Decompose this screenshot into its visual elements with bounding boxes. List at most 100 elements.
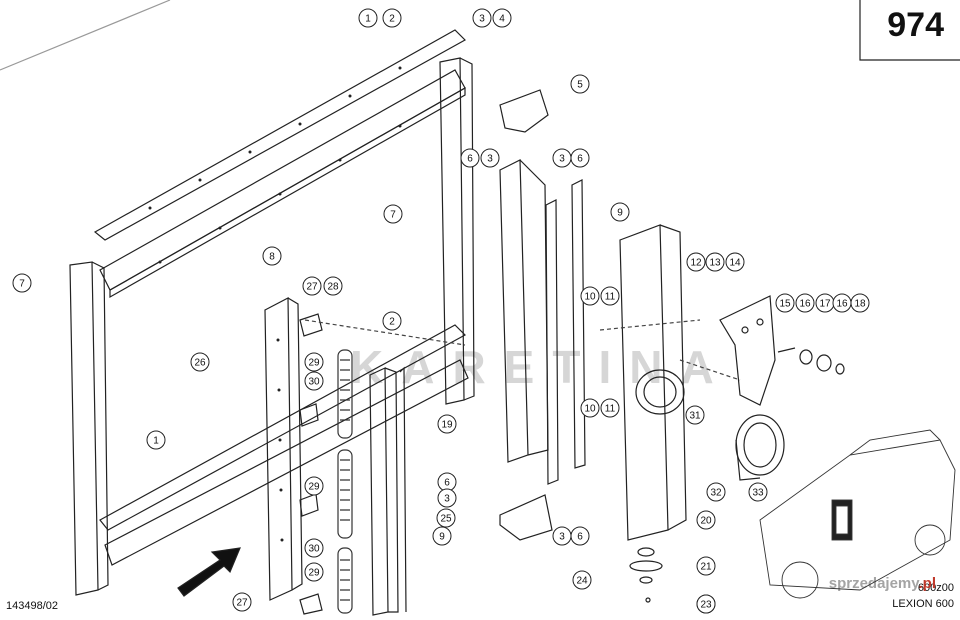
- callout-18: 18: [854, 299, 866, 310]
- main-frame: [69, 29, 475, 596]
- callout-31: 31: [689, 411, 701, 422]
- upper-beam-edge: [109, 86, 466, 299]
- callout-14-circle: [725, 252, 745, 272]
- callout-11-circle: [600, 286, 620, 306]
- callout-6-circle: [570, 148, 590, 168]
- callout-27: 27: [236, 598, 248, 609]
- callout-20-circle: [696, 510, 716, 530]
- callout-15: 15: [779, 299, 791, 310]
- combine-harvester-thumbnail-icon: [759, 429, 956, 599]
- callout-5: 5: [577, 80, 583, 91]
- callout-25-circle: [436, 508, 456, 528]
- direction-arrow-icon: [177, 547, 241, 597]
- callout-6: 6: [444, 478, 450, 489]
- callout-11: 11: [605, 292, 616, 303]
- callout-29-circle: [304, 352, 324, 372]
- callout-6: 6: [467, 154, 473, 165]
- callout-10-circle: [580, 398, 600, 418]
- callout-1-circle: [146, 430, 166, 450]
- callout-7: 7: [19, 279, 25, 290]
- top-rail: [93, 29, 466, 241]
- bracket-25: [499, 494, 553, 541]
- callout-2-circle: [382, 8, 402, 28]
- callout-2-circle: [382, 311, 402, 331]
- left-channel-26: [264, 297, 303, 601]
- callout-10: 10: [584, 292, 596, 303]
- callout-23: 23: [700, 600, 712, 611]
- ring-33: [735, 414, 785, 481]
- callout-28: 28: [327, 282, 339, 293]
- duct-20: [619, 224, 687, 541]
- callout-4-circle: [492, 8, 512, 28]
- callout-28-circle: [323, 276, 343, 296]
- left-post: [69, 261, 99, 596]
- callout-29: 29: [308, 482, 320, 493]
- strips-9: [369, 366, 407, 616]
- callout-4: 4: [499, 14, 505, 25]
- callout-33-circle: [748, 482, 768, 502]
- callout-27-circle: [232, 592, 252, 612]
- callout-7-circle: [383, 204, 403, 224]
- callout-20: 20: [700, 516, 712, 527]
- page-number-frame: [859, 0, 960, 61]
- callout-13-circle: [705, 252, 725, 272]
- callout-1-circle: [358, 8, 378, 28]
- callout-2: 2: [389, 14, 395, 25]
- callout-24-circle: [572, 570, 592, 590]
- site-watermark-prefix: sprzedajemy: [828, 575, 919, 592]
- site-watermark-suffix: .pl: [918, 575, 937, 592]
- bottom-parts-21-24: [629, 547, 663, 603]
- brush-set-29: [337, 349, 353, 614]
- callout-27-circle: [302, 276, 322, 296]
- callout-9: 9: [617, 208, 623, 219]
- callout-29-circle: [304, 476, 324, 496]
- callout-29: 29: [308, 568, 320, 579]
- callout-3-circle: [480, 148, 500, 168]
- callout-2: 2: [389, 317, 395, 328]
- model-name: LEXION 600: [892, 598, 954, 610]
- channel-19: [499, 159, 549, 463]
- callout-9-circle: [432, 526, 452, 546]
- callout-29-circle: [304, 562, 324, 582]
- callout-30: 30: [308, 544, 320, 555]
- callout-8-circle: [262, 246, 282, 266]
- callout-8: 8: [269, 252, 275, 263]
- bracket-5: [499, 89, 549, 133]
- callout-9-circle: [610, 202, 630, 222]
- callout-9: 9: [439, 532, 445, 543]
- callout-24: 24: [576, 576, 588, 587]
- document-code: 143498/02: [6, 600, 58, 612]
- callout-1: 1: [153, 436, 159, 447]
- callout-19-circle: [437, 414, 457, 434]
- callout-12: 12: [690, 258, 702, 269]
- callout-3: 3: [444, 494, 450, 505]
- callout-11-circle: [600, 398, 620, 418]
- callout-30-circle: [304, 371, 324, 391]
- callout-26-circle: [190, 352, 210, 372]
- callout-16-circle: [795, 293, 815, 313]
- upper-beam: [99, 69, 466, 291]
- leader-dashes: [304, 319, 741, 381]
- callout-16: 16: [836, 299, 848, 310]
- callout-29: 29: [308, 358, 320, 369]
- callout-30: 30: [308, 377, 320, 388]
- callout-32-circle: [706, 482, 726, 502]
- callout-3: 3: [487, 154, 493, 165]
- callout-21-circle: [696, 556, 716, 576]
- bottom-beam: [104, 359, 469, 566]
- callout-3: 3: [559, 532, 565, 543]
- callout-7: 7: [390, 210, 396, 221]
- callout-25: 25: [440, 514, 452, 525]
- callout-26: 26: [194, 358, 206, 369]
- callout-18-circle: [850, 293, 870, 313]
- callout-13: 13: [709, 258, 721, 269]
- callout-1: 1: [365, 14, 371, 25]
- page-number: 974: [887, 6, 944, 44]
- bracket-14: [719, 295, 776, 406]
- callout-16: 16: [799, 299, 811, 310]
- callout-10: 10: [584, 404, 596, 415]
- right-post: [439, 57, 465, 405]
